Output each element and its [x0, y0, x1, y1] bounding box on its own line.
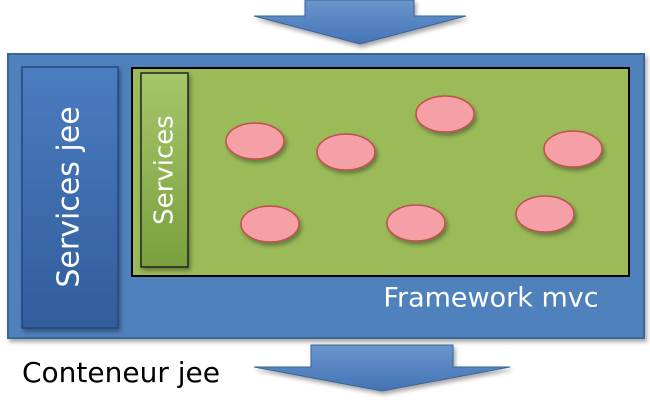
top-arrow-shape	[253, 0, 467, 45]
component-ellipse	[240, 205, 300, 243]
component-ellipse	[415, 95, 475, 133]
framework-mvc-box	[131, 67, 630, 277]
framework-mvc-label: Framework mvc	[383, 283, 598, 314]
component-ellipse	[543, 130, 603, 168]
components-group	[225, 95, 603, 243]
services-jee-label: Services jee	[52, 106, 87, 287]
component-ellipse	[386, 204, 446, 242]
component-ellipse	[225, 122, 285, 160]
services-label: Services	[150, 115, 180, 225]
services-box	[140, 72, 189, 268]
component-ellipse	[316, 133, 376, 171]
services-jee-box	[21, 66, 119, 329]
conteneur-jee-label: Conteneur jee	[22, 356, 220, 389]
bottom-arrow-shape	[253, 344, 511, 392]
component-ellipse	[515, 195, 575, 233]
